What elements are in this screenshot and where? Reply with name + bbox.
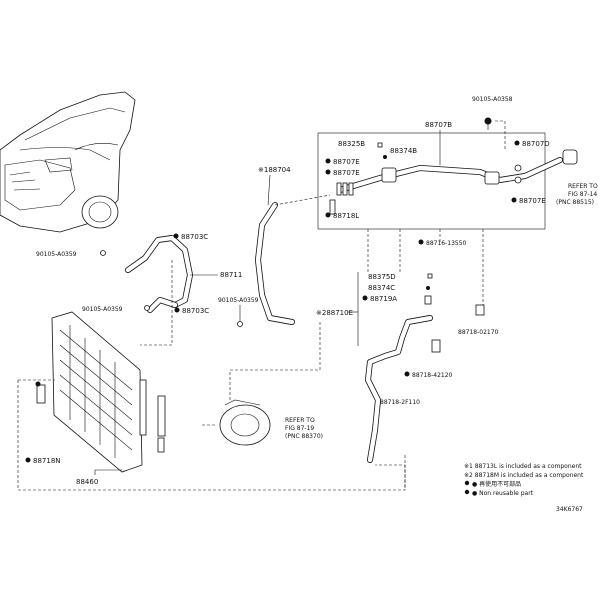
upper-box-labels: 90105-A0358 88707B 88325B 88374B 88707D … bbox=[325, 96, 550, 220]
label-88374b: 88374B bbox=[390, 147, 417, 155]
label-90105-a0359-b: 90105-A0359 bbox=[82, 306, 123, 313]
label-88707e-c: 88707E bbox=[519, 197, 546, 205]
label-90105-a0359-c: 90105-A0359 bbox=[218, 297, 259, 304]
bolt-90105-a0358 bbox=[484, 117, 506, 150]
o-rings-88707e bbox=[329, 164, 522, 215]
note-1: ※1 88713L is included as a component bbox=[464, 463, 582, 470]
notes: ※1 88713L is included as a component ※2 … bbox=[464, 463, 584, 513]
label-88375d: 88375D bbox=[368, 273, 396, 281]
label-88703c-b: 88703C bbox=[182, 307, 209, 315]
label-88374c: 88374C bbox=[368, 284, 395, 292]
hose-88711: 88711 bbox=[125, 235, 242, 313]
label-88460: 88460 bbox=[76, 478, 98, 486]
vehicle-illustration bbox=[0, 91, 136, 233]
hose-88704: ※188704 bbox=[255, 166, 331, 325]
label-88711: 88711 bbox=[220, 271, 242, 279]
label-88718-42120: 88718-42120 bbox=[412, 372, 453, 379]
label-88719a: 88719A bbox=[370, 295, 397, 303]
label-88707e-a: 88707E bbox=[333, 158, 360, 166]
label-88707b: 88707B bbox=[425, 121, 452, 129]
label-90105-a0359-a: 90105-A0359 bbox=[36, 251, 77, 258]
note-3: ● 再使用不可部品 bbox=[472, 480, 521, 488]
diagram-code: 34K6767 bbox=[556, 506, 583, 513]
reference-fig-87-19: REFER TO FIG 87-19 (PNC 88370) bbox=[285, 417, 323, 440]
ref1-line2: FIG 87-14 bbox=[568, 191, 597, 198]
label-88704: ※188704 bbox=[258, 166, 291, 174]
pipe-88707b bbox=[337, 149, 578, 193]
label-88707e-b: 88707E bbox=[333, 169, 360, 177]
label-88718l: 88718L bbox=[333, 212, 359, 220]
label-88718n: 88718N bbox=[33, 457, 61, 465]
compressor bbox=[219, 399, 271, 446]
tube-88710e: ※288710E bbox=[316, 309, 433, 463]
note-4: ● Non reusable part bbox=[472, 490, 534, 497]
bolt-90105-a0359-b: 90105-A0359 bbox=[82, 305, 150, 313]
label-88718-02170: 88718-02170 bbox=[458, 329, 499, 336]
label-88703c-a: 88703C bbox=[181, 233, 208, 241]
connection-dashed-lines bbox=[17, 229, 484, 491]
label-88707d: 88707D bbox=[522, 140, 550, 148]
label-88716-13550: 88716-13550 bbox=[426, 240, 467, 247]
upper-group-box bbox=[317, 132, 546, 230]
reference-fig-87-14: REFER TO FIG 87-14 (PNC 88515) bbox=[556, 183, 598, 206]
label-88325b: 88325B bbox=[338, 140, 365, 148]
ref2-line2: FIG 87-19 bbox=[285, 425, 314, 432]
ref2-line1: REFER TO bbox=[285, 417, 315, 424]
condenser-88460: 88460 88718N bbox=[25, 311, 166, 486]
label-88710e: ※288710E bbox=[316, 309, 353, 317]
bolt-90105-a0359-a: 90105-A0359 bbox=[36, 250, 106, 258]
note-2: ※2 88718M is included as a component bbox=[464, 472, 584, 479]
ref1-line1: REFER TO bbox=[568, 183, 598, 190]
label-90105-a0358: 90105-A0358 bbox=[472, 96, 513, 103]
label-88718-2f110: 88718-2F110 bbox=[380, 399, 420, 406]
ref1-line3: (PNC 88515) bbox=[556, 199, 594, 206]
ref2-line3: (PNC 88370) bbox=[285, 433, 323, 440]
bolt-90105-a0359-c: 90105-A0359 bbox=[218, 297, 259, 327]
